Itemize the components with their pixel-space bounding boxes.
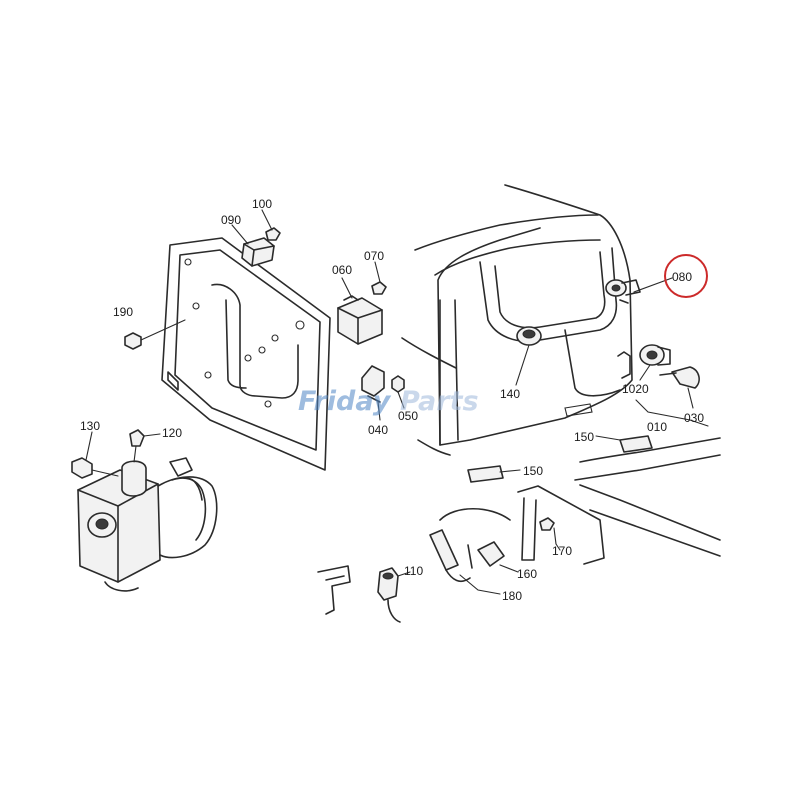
callout-120: 120 [162,426,182,440]
callout-150-lower: 150 [523,464,543,478]
callout-060: 060 [332,263,352,277]
relay-060 [337,295,383,345]
sensor-120 [129,429,145,463]
callout-040: 040 [368,423,388,437]
callout-090: 090 [221,213,241,227]
watermark-part1: Friday [298,386,392,417]
frame-rails [467,435,721,557]
callout-080: 080 [672,270,692,284]
alternator-assembly [77,457,218,592]
harness-180 [429,507,511,582]
callout-110: 110 [404,564,423,578]
callout-010: 010 [647,420,667,434]
leader-lines [85,209,709,595]
bolt-100 [265,227,281,241]
callout-070: 070 [364,249,384,263]
callout-050: 050 [398,409,418,423]
bolt-190 [124,319,186,350]
callout-150-upper: 150 [574,430,594,444]
callout-170: 170 [552,544,572,558]
bracket-small [317,565,351,615]
bolt-050 [391,375,405,393]
callout-190: 190 [113,305,133,319]
dashboard-panel [401,184,633,456]
mounting-plate [161,237,331,471]
callout-030: 030 [684,411,704,425]
switch-110 [377,567,401,623]
callout-180: 180 [502,589,522,603]
callout-140: 140 [500,387,520,401]
callout-100: 100 [252,197,272,211]
callout-labels: 100 090 070 060 190 080 140 1020 030 010… [80,197,704,603]
connector-160 [477,541,505,567]
relay-090 [241,237,275,267]
callout-130: 130 [80,419,100,433]
watermark: Friday Parts [298,386,479,417]
highlight-circle-080 [664,254,708,298]
bracket-170 [517,485,605,565]
callout-1020: 1020 [622,382,649,396]
key-switch-080 [605,279,641,297]
ignition-switch-1020 [639,344,671,366]
sensor-130 [71,457,119,479]
callout-160: 160 [517,567,537,581]
bolt-070 [371,281,387,295]
key-030 [659,366,700,389]
watermark-part2: Parts [400,386,479,417]
bracket-040 [361,365,385,403]
